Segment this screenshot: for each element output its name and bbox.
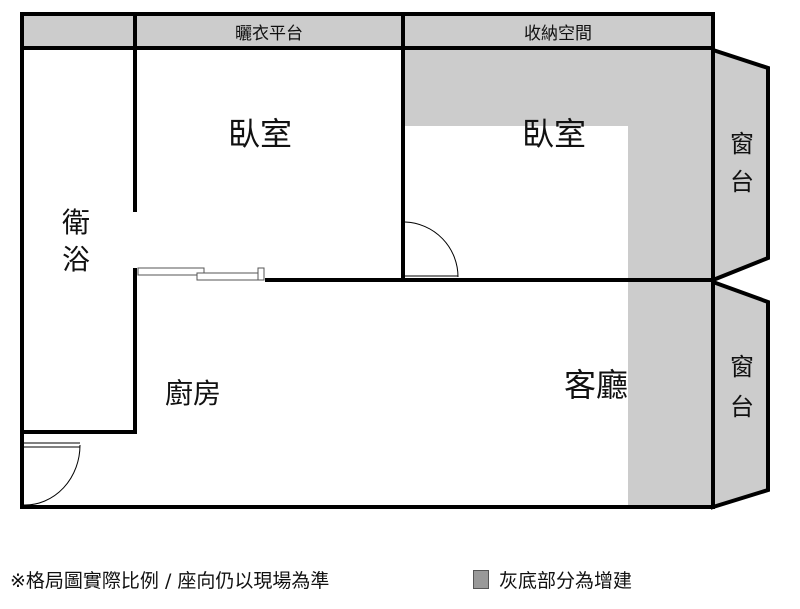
scale-disclaimer: ※格局圖實際比例 / 座向仍以現場為準 [10,570,330,592]
legend-gray-swatch [473,570,489,589]
room-label-bay-window-2a: 窗 [730,353,754,381]
entry-door-swing [23,442,81,506]
room-label-drying-balcony: 曬衣平台 [235,24,303,44]
header-band [22,14,713,48]
walls [20,12,715,509]
room-label-bay-window-1b: 台 [730,168,754,196]
addition-area-right [628,48,713,507]
room-label-storage: 收納空間 [524,24,592,44]
sliding-door [137,267,265,281]
bay-window-1 [711,47,770,283]
legend: 灰底部分為增建 [473,566,632,593]
room-label-kitchen: 廚房 [165,377,221,410]
bedroom-door-swing [404,221,459,278]
room-label-bathroom-1: 衛 [62,206,90,239]
legend-label: 灰底部分為增建 [499,570,633,592]
room-label-bedroom-2: 臥室 [522,115,586,153]
room-label-bay-window-2b: 台 [730,393,754,421]
room-label-living-room: 客廳 [564,366,628,404]
room-label-bedroom-1: 臥室 [228,115,292,153]
room-label-bathroom-2: 浴 [62,243,90,276]
room-label-bay-window-1a: 窗 [730,130,754,158]
